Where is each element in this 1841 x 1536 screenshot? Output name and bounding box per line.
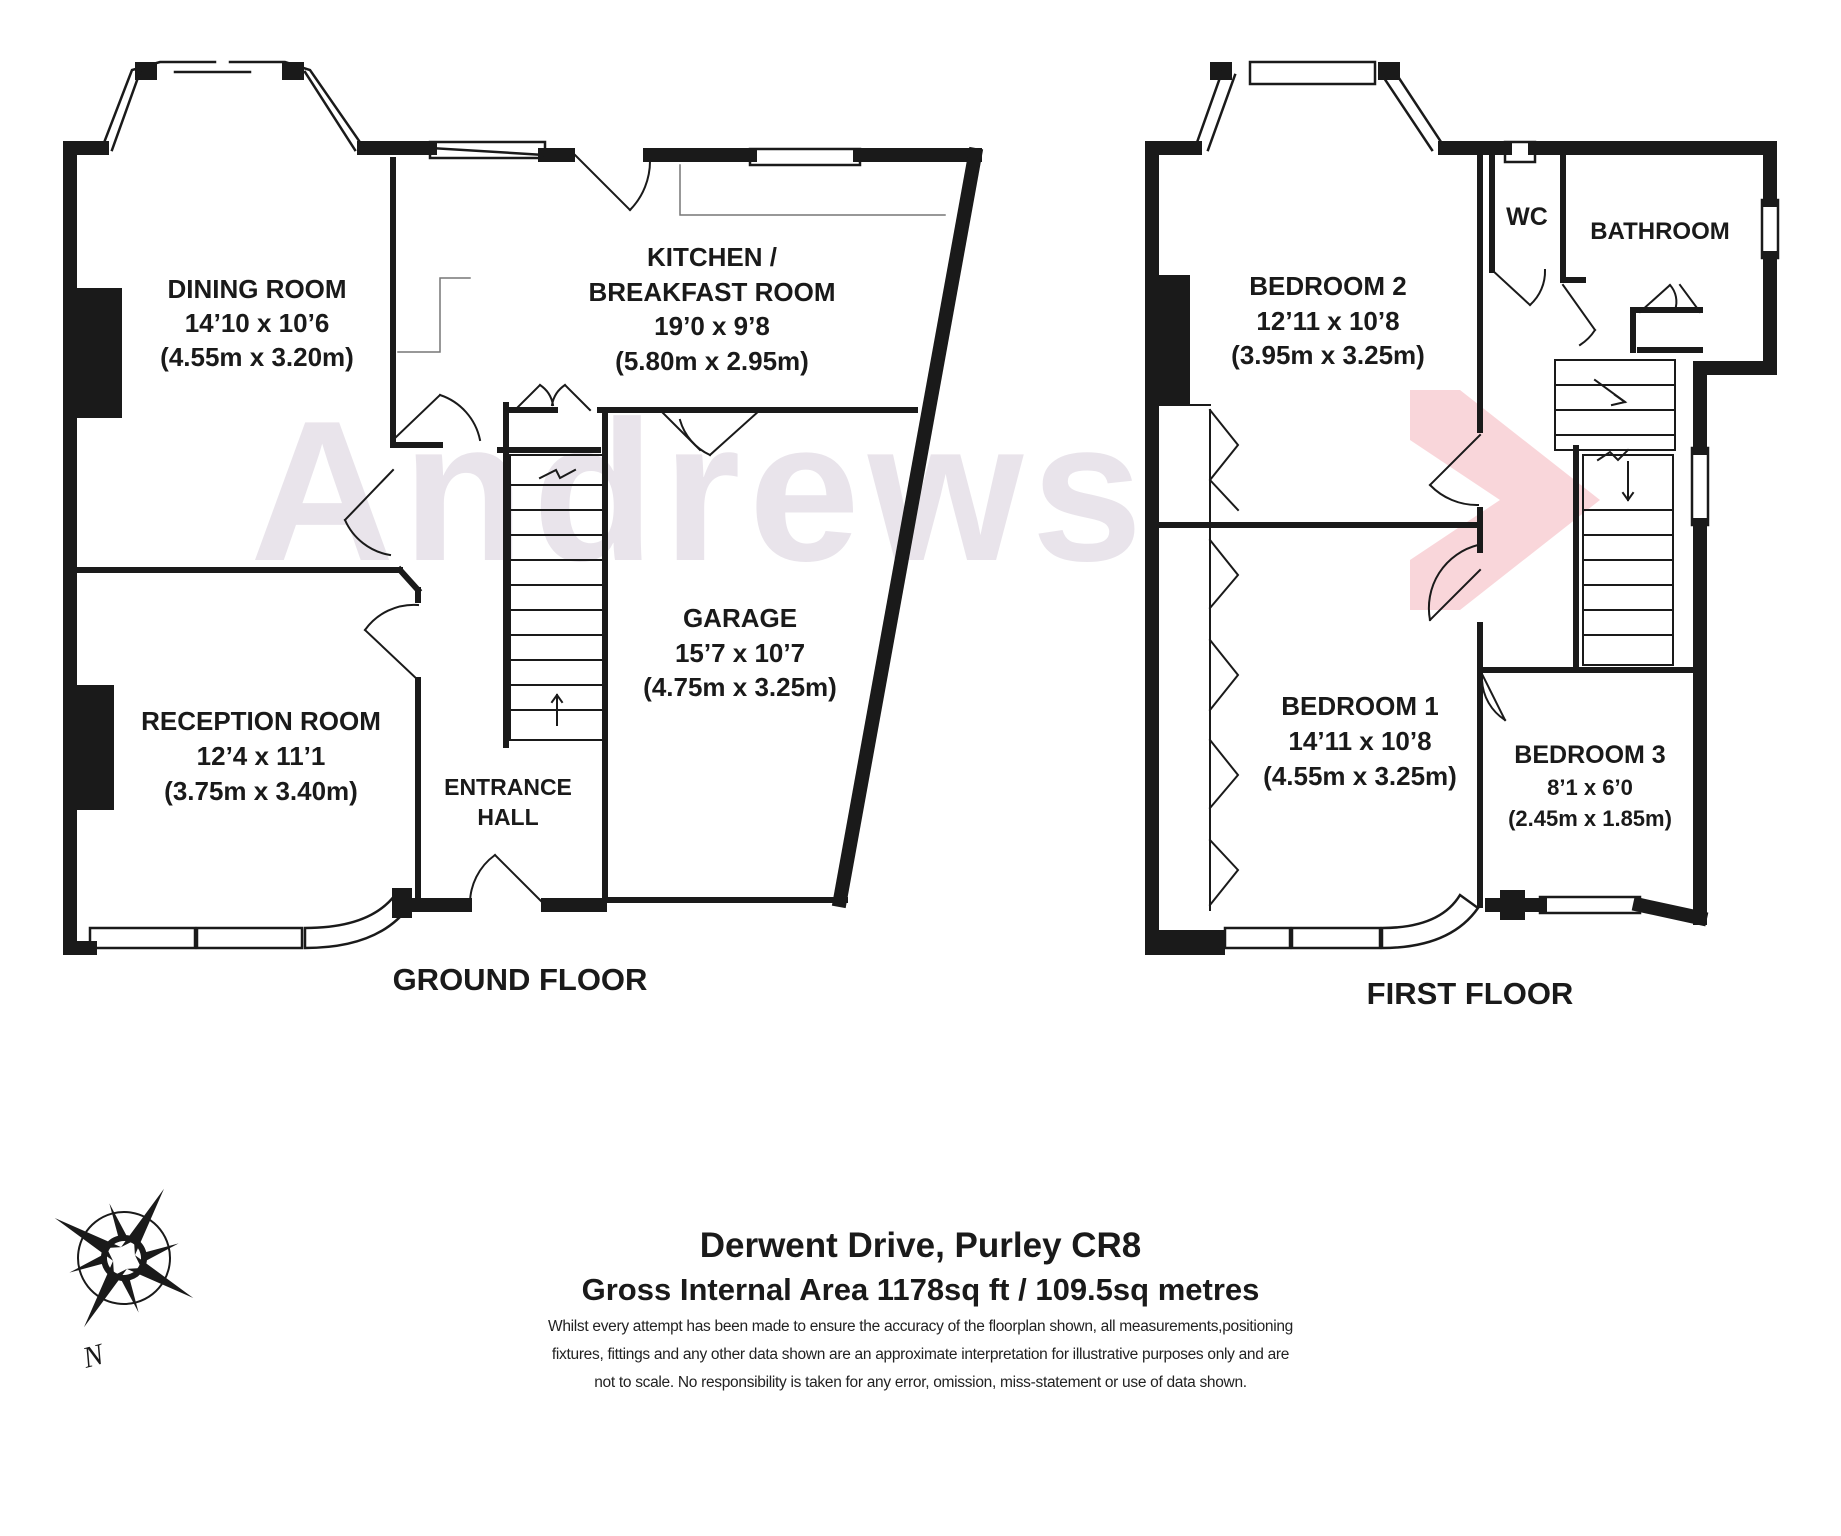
garage-imperial: 15’7 x 10’7 — [675, 638, 805, 668]
bedroom3-name: BEDROOM 3 — [1514, 741, 1665, 769]
kitchen-imperial: 19’0 x 9’8 — [654, 311, 770, 341]
disclaimer-line-2: fixtures, fittings and any other data sh… — [551, 1346, 1290, 1363]
ground-floor-plan — [63, 60, 984, 955]
watermark-arrow — [1410, 390, 1600, 610]
dining-room-imperial: 14’10 x 10’6 — [185, 308, 330, 338]
bedroom2-name: BEDROOM 2 — [1249, 271, 1406, 301]
bedroom1-imperial: 14’11 x 10’8 — [1288, 726, 1431, 756]
garage-name: GARAGE — [683, 603, 797, 633]
garage-metric: (4.75m x 3.25m) — [643, 672, 837, 702]
first-floor-plan — [1145, 60, 1780, 955]
kitchen-name-line1: KITCHEN / — [647, 242, 777, 272]
kitchen-metric: (5.80m x 2.95m) — [615, 346, 809, 376]
entrance-hall-name-line2: HALL — [477, 804, 538, 830]
bedroom3-metric: (2.45m x 1.85m) — [1508, 806, 1672, 831]
first-floor-labels: BEDROOM 2 12’11 x 10’8 (3.95m x 3.25m) W… — [1231, 203, 1730, 1011]
reception-room-imperial: 12’4 x 11’1 — [197, 741, 326, 771]
bedroom2-imperial: 12’11 x 10’8 — [1256, 306, 1399, 336]
ground-floor-label: GROUND FLOOR — [393, 962, 648, 997]
disclaimer-line-3: not to scale. No responsibility is taken… — [594, 1374, 1247, 1391]
reception-room-name: RECEPTION ROOM — [141, 706, 381, 736]
watermark-text: Andrews — [250, 380, 1151, 603]
gross-internal-area: Gross Internal Area 1178sq ft / 109.5sq … — [581, 1272, 1260, 1307]
bedroom1-name: BEDROOM 1 — [1281, 691, 1438, 721]
disclaimer-line-1: Whilst every attempt has been made to en… — [548, 1318, 1293, 1335]
wc-name: WC — [1506, 203, 1548, 231]
bedroom2-metric: (3.95m x 3.25m) — [1231, 340, 1425, 370]
dining-room-metric: (4.55m x 3.20m) — [160, 342, 354, 372]
dining-room-name: DINING ROOM — [167, 274, 346, 304]
kitchen-name-line2: BREAKFAST ROOM — [589, 277, 836, 307]
reception-room-metric: (3.75m x 3.40m) — [164, 776, 358, 806]
entrance-hall-name-line1: ENTRANCE — [444, 774, 572, 800]
property-address: Derwent Drive, Purley CR8 — [699, 1226, 1142, 1265]
bathroom-name: BATHROOM — [1590, 218, 1730, 245]
bedroom3-imperial: 8’1 x 6’0 — [1547, 775, 1633, 800]
bedroom1-metric: (4.55m x 3.25m) — [1263, 761, 1457, 791]
ground-floor-labels: DINING ROOM 14’10 x 10’6 (4.55m x 3.20m)… — [141, 242, 837, 997]
first-floor-label: FIRST FLOOR — [1367, 976, 1574, 1011]
